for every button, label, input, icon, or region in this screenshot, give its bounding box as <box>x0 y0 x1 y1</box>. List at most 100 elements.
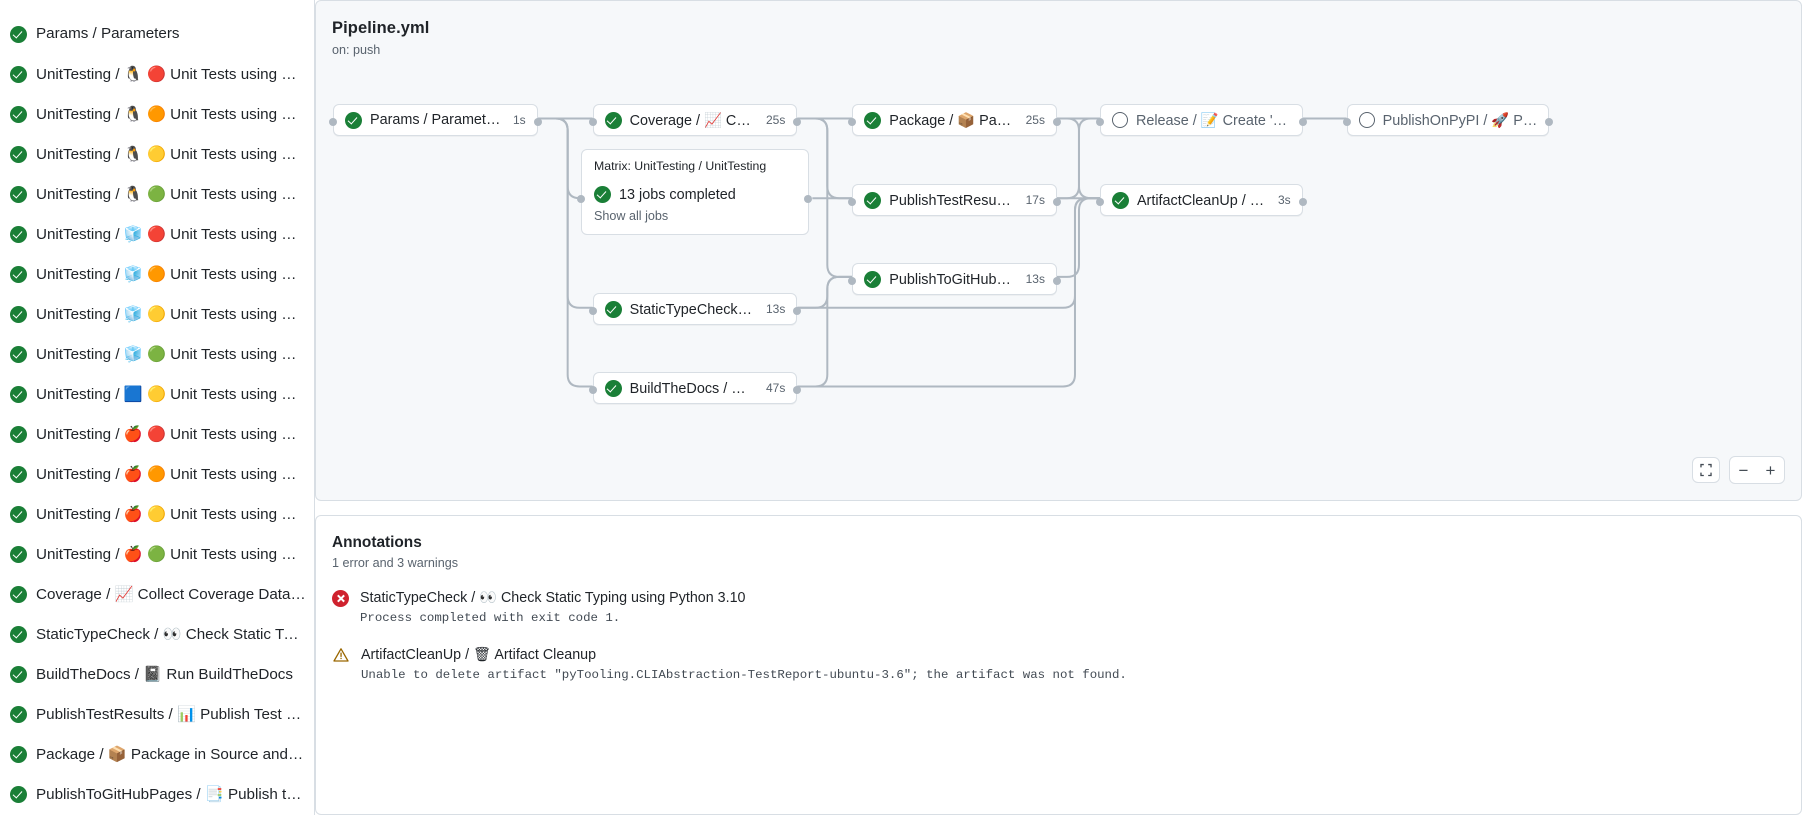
sidebar-job-item[interactable]: BuildTheDocs / 📓 Run BuildTheDocs <box>0 654 314 694</box>
sidebar-job-item[interactable]: StaticTypeCheck / 👀 Check Static Typing… <box>0 614 314 654</box>
job-emoji-icon: 🧊 <box>123 344 143 363</box>
success-check-icon <box>864 111 882 129</box>
graph-node-duration: 25s <box>1025 113 1045 127</box>
graph-node-duration: 47s <box>765 381 786 395</box>
zoom-group[interactable]: − + <box>1729 456 1785 484</box>
success-check-icon <box>594 186 611 203</box>
error-icon <box>332 590 349 607</box>
sidebar-job-item[interactable]: Params / Parameters <box>0 14 314 54</box>
success-check-icon <box>10 785 27 803</box>
show-all-jobs-link[interactable]: Show all jobs <box>594 209 669 223</box>
graph-node-testresults[interactable]: PublishTestResults / 📊 Pu…17s <box>852 184 1057 216</box>
matrix-group-unittesting[interactable]: Matrix: UnitTesting / UnitTesting 13 job… <box>581 149 809 235</box>
graph-node-pypi[interactable]: PublishOnPyPI / 🚀 Publish to … <box>1346 104 1550 136</box>
job-emoji-icon: 📦 <box>107 744 127 763</box>
sidebar-job-item[interactable]: UnitTesting / 🐧 🟠 Unit Tests using Pyth… <box>0 94 314 134</box>
job-emoji-icon: 📓 <box>143 664 163 683</box>
sidebar-job-item[interactable]: UnitTesting / 🧊 🔴 Unit Tests using Pyth… <box>0 214 314 254</box>
graph-connector-dot <box>588 118 597 126</box>
sidebar-job-item[interactable]: PublishToGitHubPages / 📑 Publish to G… <box>0 774 314 814</box>
annotations-list: StaticTypeCheck / 👀 Check Static Typing … <box>332 589 1785 684</box>
graph-connector-dot <box>1298 198 1307 206</box>
success-check-icon <box>10 105 27 123</box>
sidebar-job-item[interactable]: UnitTesting / 🍎 🔴 Unit Tests using Pyth… <box>0 414 314 454</box>
matrix-title: Matrix: UnitTesting / UnitTesting <box>594 159 767 173</box>
sidebar-job-item[interactable]: PublishTestResults / 📊 Publish Test Resu… <box>0 694 314 734</box>
job-emoji-icon: 🟢 <box>146 184 166 203</box>
workflow-graph-card[interactable]: Pipeline.yml on: push <box>315 0 1802 501</box>
sidebar-job-item[interactable]: UnitTesting / 🧊 🟢 Unit Tests using Pyth… <box>0 334 314 374</box>
zoom-controls[interactable]: − + <box>1692 456 1785 484</box>
sidebar-job-label: UnitTesting / 🐧 🟢 Unit Tests using Pyth… <box>36 184 306 203</box>
sidebar-job-item[interactable]: UnitTesting / 🟦 🟡 Unit Tests using Pyth… <box>0 374 314 414</box>
pending-circle-icon <box>1111 112 1128 128</box>
graph-node-duration: 13s <box>765 302 786 316</box>
job-emoji-icon: 📑 <box>204 784 224 803</box>
sidebar-job-label: Params / Parameters <box>36 25 180 42</box>
success-check-icon <box>604 300 622 318</box>
success-check-icon <box>10 705 27 723</box>
success-check-icon <box>604 111 622 129</box>
sidebar-job-item[interactable]: UnitTesting / 🍎 🟢 Unit Tests using Pyth… <box>0 534 314 574</box>
sidebar-job-item[interactable]: UnitTesting / 🍎 🟡 Unit Tests using Pyth… <box>0 494 314 534</box>
sidebar-job-item[interactable]: UnitTesting / 🐧 🟢 Unit Tests using Pyth… <box>0 174 314 214</box>
job-emoji-icon: 📈 <box>114 584 134 603</box>
annotation-item[interactable]: StaticTypeCheck / 👀 Check Static Typing … <box>332 589 1785 627</box>
success-check-icon <box>10 305 27 323</box>
graph-node-artifact[interactable]: ArtifactCleanUp / 🗑 Artifac…3s <box>1099 184 1303 216</box>
graph-node-ghpages[interactable]: PublishToGitHubPages / 📑 …13s <box>852 263 1057 295</box>
graph-node-typecheck[interactable]: StaticTypeCheck / 👀 Chec…13s <box>592 293 798 325</box>
graph-node-label: PublishOnPyPI / 🚀 Publish to … <box>1382 112 1538 129</box>
graph-connector-dot <box>793 118 802 126</box>
graph-node-release[interactable]: Release / 📝 Create 'Release P… <box>1099 104 1303 136</box>
job-emoji-icon: 🟡 <box>146 384 166 403</box>
job-emoji-icon: 🟠 <box>146 104 166 123</box>
sidebar-job-item[interactable]: UnitTesting / 🐧 🟡 Unit Tests using Pyth… <box>0 134 314 174</box>
sidebar-job-item[interactable]: UnitTesting / 🧊 🟠 Unit Tests using Pyth… <box>0 254 314 294</box>
fit-screen-icon[interactable] <box>1692 457 1720 483</box>
workflow-trigger: on: push <box>332 43 381 57</box>
graph-node-duration: 1s <box>513 113 526 127</box>
main-content: Pipeline.yml on: push <box>315 0 1818 815</box>
sidebar-job-label: UnitTesting / 🧊 🔴 Unit Tests using Pyth… <box>36 224 306 243</box>
graph-node-label: Release / 📝 Create 'Release P… <box>1135 112 1291 129</box>
success-check-icon <box>344 111 362 129</box>
annotation-heading: StaticTypeCheck / 👀 Check Static Typing … <box>360 590 746 606</box>
job-emoji-icon: 🐧 <box>123 64 143 83</box>
sidebar-job-item[interactable]: UnitTesting / 🍎 🟠 Unit Tests using Pyth… <box>0 454 314 494</box>
graph-node-duration: 25s <box>765 113 786 127</box>
matrix-summary-label: 13 jobs completed <box>619 186 736 203</box>
job-emoji-icon: 🍎 <box>123 464 143 483</box>
sidebar-job-item[interactable]: Package / 📦 Package in Source and Wh… <box>0 734 314 774</box>
warning-icon <box>332 647 350 663</box>
annotation-heading: ArtifactCleanUp / 🗑 Artifact Cleanup <box>361 647 597 663</box>
graph-node-label: PublishTestResults / 📊 Pu… <box>889 192 1013 209</box>
success-check-icon <box>10 225 27 243</box>
zoom-in-button[interactable]: + <box>1765 460 1776 480</box>
graph-node-docs[interactable]: BuildTheDocs / 📓 Run Buil…47s <box>592 372 798 404</box>
success-check-icon <box>10 65 27 83</box>
sidebar-job-label: Package / 📦 Package in Source and Wh… <box>36 744 306 763</box>
sidebar-job-label: PublishTestResults / 📊 Publish Test Resu… <box>36 704 306 723</box>
sidebar-job-item[interactable]: UnitTesting / 🐧 🔴 Unit Tests using Pyth… <box>0 54 314 94</box>
graph-node-package[interactable]: Package / 📦 Package in So…25s <box>852 104 1057 136</box>
graph-connector-dot <box>588 307 597 315</box>
success-check-icon <box>10 345 27 363</box>
job-emoji-icon: 🔴 <box>146 224 166 243</box>
annotation-detail: Process completed with exit code 1. <box>360 611 621 625</box>
job-emoji-icon: 🟦 <box>123 384 143 403</box>
sidebar-job-item[interactable]: Coverage / 📈 Collect Coverage Data usi… <box>0 574 314 614</box>
graph-connector-dot <box>328 118 337 126</box>
annotations-panel: Annotations 1 error and 3 warnings Stati… <box>315 515 1802 815</box>
job-emoji-icon: 🐧 <box>123 184 143 203</box>
graph-node-coverage[interactable]: Coverage / 📈 Collect Cove…25s <box>592 104 798 136</box>
graph-connector-dot <box>793 386 802 394</box>
job-emoji-icon: 🧊 <box>123 304 143 323</box>
zoom-out-button[interactable]: − <box>1738 460 1749 480</box>
sidebar-job-item[interactable]: UnitTesting / 🧊 🟡 Unit Tests using Pyth… <box>0 294 314 334</box>
job-emoji-icon: 📊 <box>176 704 196 723</box>
